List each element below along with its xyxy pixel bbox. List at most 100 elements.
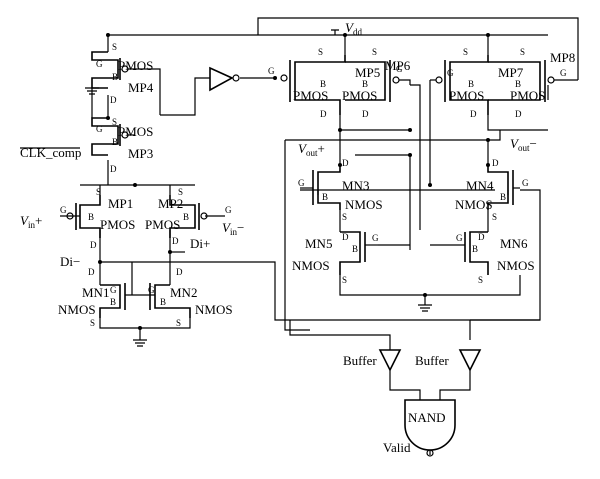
mn4-type-label: NMOS (455, 197, 493, 212)
svg-text:G: G (268, 66, 275, 76)
svg-text:G: G (298, 178, 305, 188)
mn5-type-label: NMOS (292, 258, 330, 273)
svg-text:B: B (320, 79, 326, 89)
svg-text:G: G (522, 178, 529, 188)
mp2-name-label: MP2 (158, 196, 183, 211)
svg-text:S: S (492, 212, 497, 222)
svg-text:G: G (372, 233, 379, 243)
ground-icon-mp4 (85, 87, 99, 112)
svg-text:D: D (362, 109, 369, 119)
svg-text:B: B (112, 137, 118, 147)
mn6-type-label: NMOS (497, 258, 535, 273)
vin-minus-label: Vin− (222, 220, 244, 237)
vin-plus-label: Vin+ (20, 213, 42, 230)
ground-icon-latch (418, 304, 432, 312)
transistor-mp7 (430, 55, 489, 115)
transistor-mp3 (91, 117, 135, 156)
transistor-mn4 (487, 165, 520, 210)
svg-text:G: G (456, 233, 463, 243)
svg-text:B: B (468, 79, 474, 89)
svg-text:S: S (176, 318, 181, 328)
mp3-name-label: MP3 (128, 146, 153, 161)
terminal-labels: S B G D S B G D S B G D S B G D D G B S … (60, 42, 567, 328)
mp4-type-label: PMOS (118, 58, 153, 73)
svg-text:S: S (112, 42, 117, 52)
transistor-mn5 (339, 231, 378, 275)
svg-text:D: D (342, 158, 349, 168)
mp2-type-label: PMOS (145, 217, 180, 232)
svg-text:G: G (560, 68, 567, 78)
buffer-1-label: Buffer (343, 353, 377, 368)
nand-label: NAND (408, 410, 446, 425)
svg-text:S: S (342, 212, 347, 222)
di-plus-label: Di+ (190, 236, 210, 251)
mn2-type-label: NMOS (195, 302, 233, 317)
svg-text:D: D (90, 240, 97, 250)
di-minus-label: Di− (60, 254, 80, 269)
wires (20, 17, 579, 455)
svg-text:S: S (318, 47, 323, 57)
svg-text:D: D (478, 232, 485, 242)
transistor-mn6 (460, 231, 489, 275)
svg-text:D: D (172, 236, 179, 246)
mp5-type-label: PMOS (293, 88, 328, 103)
mn3-type-label: NMOS (345, 197, 383, 212)
transistor-mp8 (488, 60, 578, 102)
svg-text:D: D (492, 158, 499, 168)
nand-bubble-icon (426, 449, 434, 457)
nand-gate-icon (404, 399, 456, 451)
svg-text:B: B (472, 244, 478, 254)
svg-text:S: S (463, 47, 468, 57)
svg-text:B: B (160, 297, 166, 307)
svg-text:S: S (342, 275, 347, 285)
svg-text:B: B (500, 192, 506, 202)
svg-text:D: D (88, 267, 95, 277)
transistor-mp4 (91, 51, 161, 115)
svg-text:G: G (96, 59, 103, 69)
svg-text:G: G (225, 205, 232, 215)
mp5-name-label: MP5 (355, 65, 380, 80)
svg-text:B: B (110, 297, 116, 307)
mn3-name-label: MN3 (342, 178, 369, 193)
svg-text:G: G (60, 205, 67, 215)
svg-text:D: D (110, 95, 117, 105)
valid-label: Valid (383, 440, 411, 455)
mn6-name-label: MN6 (500, 236, 528, 251)
inverter-bubble-icon (232, 74, 240, 82)
svg-text:D: D (320, 109, 327, 119)
svg-text:B: B (515, 79, 521, 89)
mp6-type-label: PMOS (342, 88, 377, 103)
svg-text:G: G (110, 285, 117, 295)
clk-comp-label: CLK_comp (20, 145, 81, 160)
svg-text:S: S (372, 47, 377, 57)
svg-text:B: B (112, 72, 118, 82)
mp6-name-label: MP6 (385, 58, 411, 73)
svg-text:S: S (478, 275, 483, 285)
svg-text:G: G (396, 64, 403, 74)
mp1-type-label: PMOS (100, 217, 135, 232)
svg-text:D: D (342, 232, 349, 242)
mn2-name-label: MN2 (170, 285, 197, 300)
mn5-name-label: MN5 (305, 236, 332, 251)
mp8-name-label: MP8 (550, 50, 575, 65)
svg-text:D: D (515, 109, 522, 119)
vdd-label: Vdd (345, 20, 362, 37)
svg-text:G: G (96, 124, 103, 134)
mn1-type-label: NMOS (58, 302, 96, 317)
mp7-type-label: PMOS (449, 88, 484, 103)
vout-minus-label: Vout− (510, 136, 537, 153)
transistor-mp6 (345, 60, 411, 102)
transistor-mn1 (99, 283, 126, 318)
buffer-2-label: Buffer (415, 353, 449, 368)
ground-icon-nmos (133, 339, 147, 347)
mn1-name-label: MN1 (82, 285, 109, 300)
svg-text:D: D (470, 109, 477, 119)
mp8-type-label: PMOS (510, 88, 545, 103)
svg-text:G: G (447, 68, 454, 78)
svg-text:D: D (176, 267, 183, 277)
junction-dots (98, 33, 490, 330)
svg-text:B: B (183, 212, 189, 222)
buffer-icon-1 (378, 349, 402, 372)
